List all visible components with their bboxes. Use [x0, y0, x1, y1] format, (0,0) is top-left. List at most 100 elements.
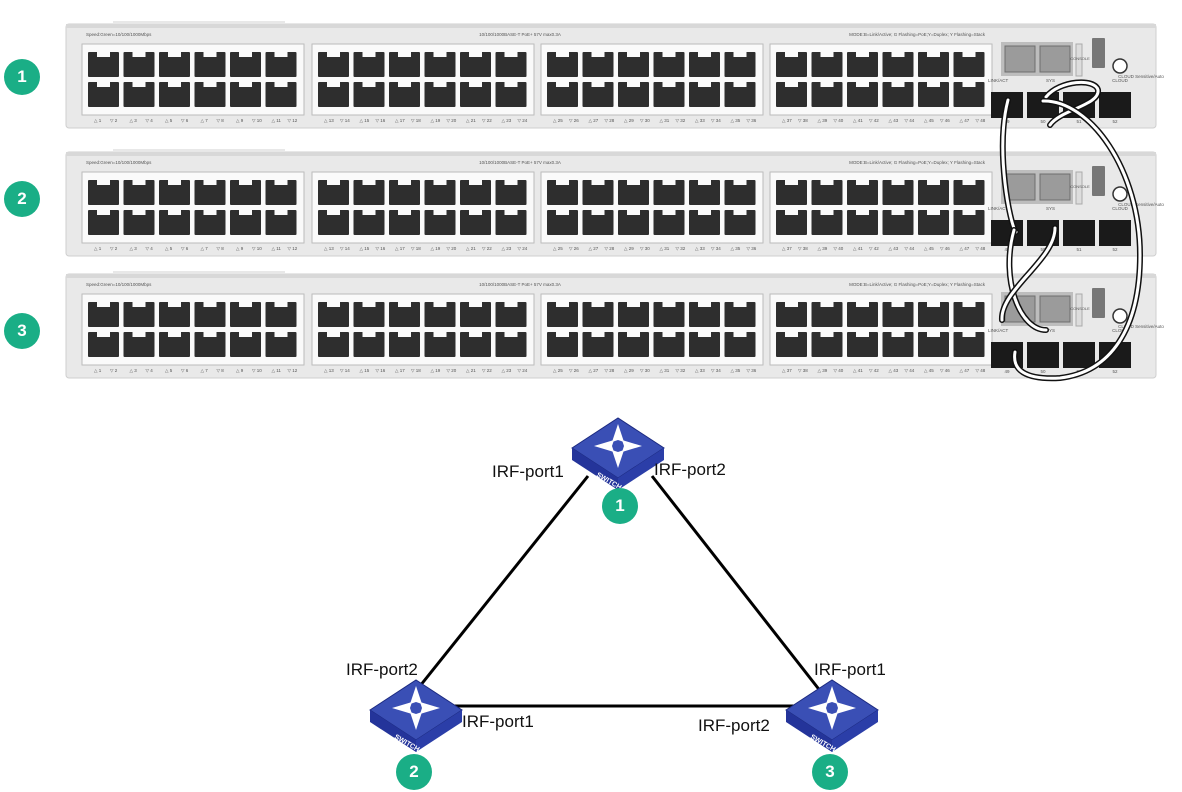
- port-number-label: ▽ 48: [976, 368, 986, 373]
- rj45-port-notch: [785, 302, 798, 307]
- rj45-port: [618, 52, 649, 77]
- rj45-port-notch: [274, 332, 288, 337]
- port-number-label: ▽ 10: [252, 246, 262, 251]
- rj45-port-notch: [398, 210, 411, 215]
- rj45-port-notch: [927, 332, 940, 337]
- stacking-cables: [999, 79, 1144, 382]
- rj45-port: [318, 52, 349, 77]
- rj45-port-notch: [239, 210, 252, 215]
- rj45-port: [460, 82, 491, 107]
- device-badge-3: 3: [812, 754, 848, 790]
- port-number-label: △ 35: [731, 118, 741, 123]
- rj45-port: [653, 332, 685, 357]
- port-number-label: ▽ 38: [798, 246, 808, 251]
- switch-right-face: [416, 710, 462, 752]
- port-number-label: △ 5: [165, 246, 173, 251]
- port-number-label: △ 37: [782, 118, 792, 123]
- port-number-label: ▽ 22: [482, 246, 492, 251]
- cloud-button: [1112, 186, 1128, 202]
- port-number-label: ▽ 14: [340, 368, 350, 373]
- sfp-number-label: 50: [1040, 119, 1046, 124]
- rj45-port: [88, 332, 119, 357]
- link-act-label: LINK/ACT: [988, 328, 1009, 333]
- port-number-label: △ 17: [395, 246, 405, 251]
- chassis-top-edge: [66, 152, 1156, 156]
- stacking-cable: [1013, 99, 1142, 380]
- port-number-label: ▽ 14: [340, 118, 350, 123]
- rj45-port: [353, 332, 385, 357]
- port-number-label: △ 19: [431, 246, 441, 251]
- rj45-port-notch: [327, 332, 340, 337]
- port-number-label: △ 15: [360, 368, 370, 373]
- port-number-label: △ 21: [466, 368, 476, 373]
- network-switch-icon: SWITCH: [785, 679, 879, 754]
- rj45-port-notch: [203, 82, 217, 87]
- rj45-port: [547, 332, 578, 357]
- port-number-label: ▽ 42: [869, 368, 879, 373]
- header-left-text: Speed:Green=10/100/1000Mbps: [86, 282, 152, 287]
- rj45-port-notch: [362, 332, 376, 337]
- rj45-port: [159, 302, 190, 327]
- rj45-port: [918, 180, 949, 205]
- port-number-label: △ 29: [624, 368, 634, 373]
- rj45-port: [389, 302, 420, 327]
- rj45-port: [230, 82, 261, 107]
- rj45-port: [653, 210, 685, 235]
- d3-left-port-label: IRF-port2: [698, 716, 770, 735]
- rj45-port-notch: [469, 52, 482, 57]
- port-block-3: △ 25▽ 26△ 27▽ 28△ 29▽ 30△ 31▽ 32△ 33▽ 34…: [540, 43, 764, 123]
- rj45-port-notch: [239, 302, 252, 307]
- rj45-port-notch: [627, 302, 640, 307]
- rj45-port-notch: [274, 302, 288, 307]
- rj45-port-notch: [274, 52, 288, 57]
- port-number-label: ▽ 34: [711, 118, 721, 123]
- port-number-label: ▽ 44: [905, 246, 915, 251]
- port-number-label: △ 21: [466, 246, 476, 251]
- port-number-label: △ 47: [960, 118, 970, 123]
- rj45-port-notch: [469, 82, 482, 87]
- port-number-label: △ 21: [466, 118, 476, 123]
- rj45-port-notch: [327, 52, 340, 57]
- d1-left-port-label: IRF-port1: [492, 462, 564, 481]
- rj45-port: [460, 302, 491, 327]
- port-number-label: △ 39: [818, 118, 828, 123]
- rj45-port-notch: [927, 180, 940, 185]
- port-number-label: ▽ 46: [940, 246, 950, 251]
- port-number-label: ▽ 26: [569, 246, 579, 251]
- rj45-port-notch: [239, 180, 252, 185]
- rj45-port-notch: [962, 52, 976, 57]
- rj45-port: [653, 180, 685, 205]
- rj45-port: [724, 180, 756, 205]
- rj45-port-notch: [469, 180, 482, 185]
- port-number-label: ▽ 28: [605, 368, 615, 373]
- rj45-port-notch: [662, 302, 676, 307]
- rj45-port: [318, 82, 349, 107]
- switch-arrow: [612, 450, 624, 468]
- port-number-label: ▽ 12: [288, 368, 298, 373]
- port-number-label: △ 23: [502, 246, 512, 251]
- stacking-cable: [1001, 98, 1018, 234]
- rj45-port-notch: [362, 180, 376, 185]
- sys-label: SYS: [1046, 206, 1055, 211]
- rj45-port-notch: [168, 210, 181, 215]
- rj45-port-notch: [733, 210, 747, 215]
- rj45-port: [495, 210, 527, 235]
- rj45-port: [882, 210, 914, 235]
- header-right-text: MODE:B=Link/Active; G Flashing=PoE;Y=Dup…: [849, 160, 986, 165]
- rj45-port-notch: [398, 52, 411, 57]
- port-number-label: ▽ 20: [447, 118, 457, 123]
- sfp-port: [1099, 92, 1131, 118]
- port-number-label: △ 9: [236, 246, 244, 251]
- port-number-label: △ 37: [782, 368, 792, 373]
- rj45-port-notch: [591, 332, 605, 337]
- rj45-port: [847, 82, 878, 107]
- port-number-label: ▽ 16: [376, 246, 386, 251]
- rj45-port: [159, 210, 190, 235]
- port-number-label: ▽ 28: [605, 246, 615, 251]
- rj45-port: [389, 210, 420, 235]
- port-block-3: △ 25▽ 26△ 27▽ 28△ 29▽ 30△ 31▽ 32△ 33▽ 34…: [540, 293, 764, 373]
- sfp-port: [1027, 92, 1059, 118]
- rj45-port: [424, 82, 456, 107]
- port-number-label: △ 35: [731, 368, 741, 373]
